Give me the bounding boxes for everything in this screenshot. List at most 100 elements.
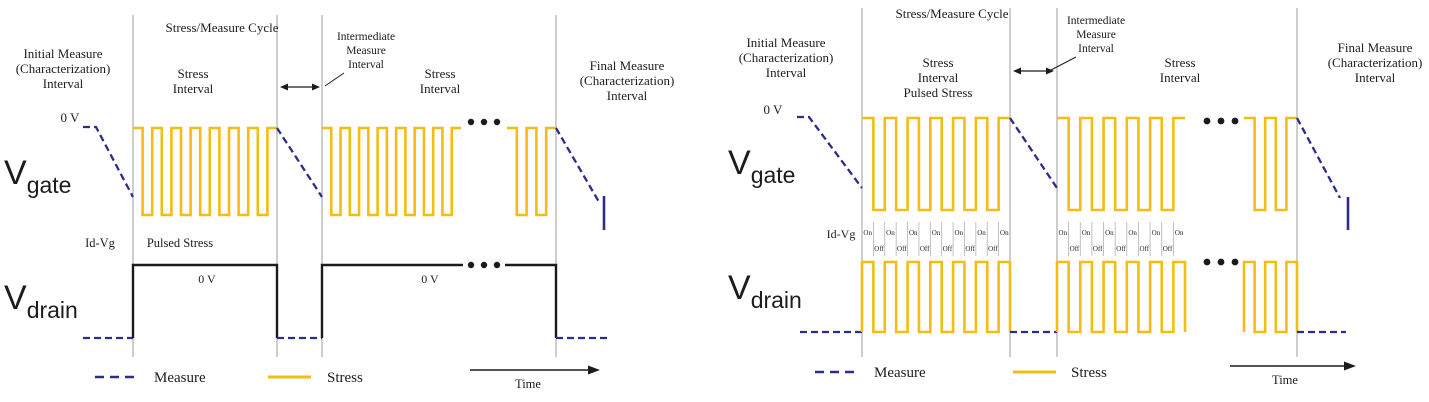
onoff-band-2-right-off-label-4: Off xyxy=(1093,245,1103,253)
drain-ellipsis-left-dot-2 xyxy=(480,261,488,269)
drain-ellipsis-left-dot-3 xyxy=(493,261,501,269)
gate-stress-train-2a-left xyxy=(322,126,461,217)
label-intermediate-measure-left-line-2: Measure xyxy=(346,45,386,57)
time-label-left: Time xyxy=(515,377,541,391)
gate-ellipsis-left-dot-3 xyxy=(493,118,501,126)
label-final-measure-left-line-1: Final Measure xyxy=(590,58,665,73)
intermediate-pointer-line-left xyxy=(324,72,345,87)
label-idvg-left: Id-Vg xyxy=(85,236,116,250)
label-stress-interval-2-left-line-2: Interval xyxy=(420,81,461,96)
gate-initial-measure-left xyxy=(83,125,135,198)
drain-ellipsis-right-dot-2 xyxy=(1217,258,1225,266)
gate-ellipsis-right-dot-1 xyxy=(1203,117,1211,125)
label-0v-drain-2-left: 0 V xyxy=(421,272,439,286)
label-initial-measure-right-line-3: Interval xyxy=(766,65,807,80)
label-final-measure-right-line-2: (Characterization) xyxy=(1328,55,1423,70)
label-final-measure-left-line-3: Interval xyxy=(607,88,648,103)
label-intermediate-measure-left-line-3: Interval xyxy=(348,59,384,71)
gate-ellipsis-left-dot-1 xyxy=(467,118,475,126)
intermediate-arrow-right-right-arrowhead-icon xyxy=(1046,67,1054,75)
onoff-band-2-right-off-label-8: Off xyxy=(1139,245,1149,253)
drain-stress-2b-left xyxy=(505,263,558,338)
onoff-band-1-right-on-label-7: On xyxy=(932,229,941,237)
onoff-band-1-right-off-label-12: Off xyxy=(988,245,998,253)
intermediate-arrow-right-left-arrowhead-icon xyxy=(1013,67,1021,75)
label-0v-gate-right: 0 V xyxy=(764,102,784,117)
onoff-band-2-right-on-label-5: On xyxy=(1105,229,1114,237)
time-arrow-right-arrowhead-icon xyxy=(1344,361,1356,371)
label-idvg-right: Id-Vg xyxy=(827,227,856,241)
gate-initial-measure-right xyxy=(797,115,863,189)
vgate-label-right: Vgate xyxy=(728,144,795,188)
label-stress-interval-1-right-line-2: Interval xyxy=(918,70,959,85)
intermediate-pointer-line-right xyxy=(1050,56,1077,71)
drain-stress-1-left xyxy=(131,263,279,338)
label-stress-interval-2-right-line-2: Interval xyxy=(1160,70,1201,85)
onoff-band-1-right-off-label-8: Off xyxy=(943,245,953,253)
label-0v-drain-1-left: 0 V xyxy=(198,272,216,286)
onoff-band-2-right-on-label-1: On xyxy=(1059,229,1068,237)
gate-ellipsis-left-dot-2 xyxy=(480,118,488,126)
onoff-band-1-right-on-label-13: On xyxy=(1000,229,1009,237)
gate-stress-train-1-right xyxy=(862,116,1010,212)
onoff-band-2-right-on-label-9: On xyxy=(1152,229,1161,237)
onoff-band-2-right-on-label-3: On xyxy=(1082,229,1091,237)
label-stress-interval-2-right-line-1: Stress xyxy=(1164,55,1195,70)
drain-stress-train-2b-right xyxy=(1242,260,1299,334)
label-final-measure-right-line-1: Final Measure xyxy=(1338,40,1413,55)
drain-stress-train-1-right xyxy=(860,260,1012,334)
gate-stress-train-2b-right xyxy=(1244,116,1297,212)
label-stress-interval-1-left-line-1: Stress xyxy=(177,66,208,81)
legend-stress-label-right: Stress xyxy=(1071,365,1107,381)
label-intermediate-measure-right-line-3: Interval xyxy=(1078,43,1114,55)
label-stress-interval-2-left-line-1: Stress xyxy=(424,66,455,81)
label-final-measure-right-line-3: Interval xyxy=(1355,70,1396,85)
onoff-band-1-right-off-label-10: Off xyxy=(965,245,975,253)
gate-stress-train-2a-right xyxy=(1057,116,1185,212)
gate-intermediate-measure-right xyxy=(1009,117,1058,189)
label-intermediate-measure-left-line-1: Intermediate xyxy=(337,31,395,43)
onoff-band-1-right-on-label-11: On xyxy=(977,229,986,237)
onoff-band-1-right-off-label-4: Off xyxy=(897,245,907,253)
legend-measure-label-left: Measure xyxy=(154,370,206,386)
label-0v-gate-left: 0 V xyxy=(61,110,81,125)
label-stress-interval-1-left-line-2: Interval xyxy=(173,81,214,96)
drain-ellipsis-right-dot-3 xyxy=(1231,258,1239,266)
legend-stress-label-left: Stress xyxy=(327,370,363,386)
gate-stress-train-2b-left xyxy=(507,126,556,217)
onoff-band-2-right-off-label-6: Off xyxy=(1116,245,1126,253)
onoff-band-1-right-on-label-9: On xyxy=(954,229,963,237)
label-initial-measure-left-line-1: Initial Measure xyxy=(23,46,102,61)
drain-ellipsis-left-dot-1 xyxy=(467,261,475,269)
onoff-band-2-right-off-label-2: Off xyxy=(1070,245,1080,253)
label-initial-measure-right-line-2: (Characterization) xyxy=(739,50,834,65)
onoff-band-2-right-on-label-11: On xyxy=(1175,229,1184,237)
onoff-band-1-right-on-label-1: On xyxy=(863,229,872,237)
onoff-band-1-right-on-label-3: On xyxy=(886,229,895,237)
time-label-right: Time xyxy=(1272,373,1298,387)
drain-ellipsis-right-dot-1 xyxy=(1203,258,1211,266)
label-intermediate-measure-right-line-2: Measure xyxy=(1076,29,1116,41)
label-initial-measure-left-line-3: Interval xyxy=(43,76,84,91)
time-arrow-left-arrowhead-icon xyxy=(588,365,600,375)
label-stress-interval-1-right-line-1: Stress xyxy=(922,55,953,70)
label-stress-interval-1-right-line-3: Pulsed Stress xyxy=(904,85,973,100)
vdrain-label-left: Vdrain xyxy=(4,279,78,323)
onoff-band-2-right-off-label-10: Off xyxy=(1163,245,1173,253)
legend-measure-label-right: Measure xyxy=(874,365,926,381)
vdrain-label-right: Vdrain xyxy=(728,269,802,313)
gate-intermediate-measure-left xyxy=(276,127,323,198)
gate-ellipsis-right-dot-2 xyxy=(1217,117,1225,125)
gate-ellipsis-right-dot-3 xyxy=(1231,117,1239,125)
intermediate-arrow-left-left-arrowhead-icon xyxy=(280,83,288,91)
onoff-band-1-right-off-label-6: Off xyxy=(920,245,930,253)
label-stress-measure-cycle-right: Stress/Measure Cycle xyxy=(895,6,1008,21)
onoff-band-1-right-on-label-5: On xyxy=(909,229,918,237)
label-pulsed-stress-left: Pulsed Stress xyxy=(147,236,213,250)
drain-stress-2a-left xyxy=(320,263,463,338)
onoff-band-1-right-off-label-2: Off xyxy=(874,245,884,253)
gate-final-measure-left xyxy=(555,127,600,203)
label-initial-measure-right-line-1: Initial Measure xyxy=(746,35,825,50)
